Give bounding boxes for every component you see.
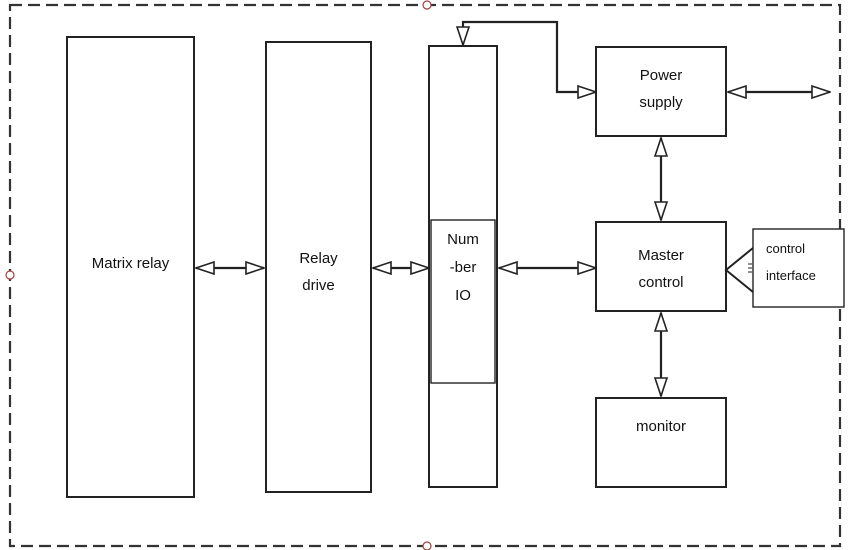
- control-interface-label-line2: interface: [766, 268, 816, 283]
- power-supply-label-line1: Power: [639, 67, 683, 84]
- control-interface-block: [752, 228, 845, 308]
- number-io-label-line1: Num: [447, 231, 479, 248]
- monitor-block: [595, 397, 727, 488]
- control-interface-connector: [724, 247, 754, 293]
- frame-handle-left: [5, 270, 15, 280]
- power-supply-label-line2: supply: [639, 94, 683, 111]
- control-interface-label-line1: control: [766, 241, 806, 256]
- frame-handle-bottom: [422, 541, 432, 550]
- number-io-block: [430, 219, 496, 384]
- number-io-label-line2: -ber: [449, 259, 477, 276]
- relay-drive-label-line1: Relay: [299, 250, 338, 267]
- master-control-label-line1: Master: [638, 247, 684, 264]
- monitor-label: monitor: [635, 418, 687, 435]
- relay-drive-block: [265, 41, 372, 493]
- arrow-power-io-feed: [463, 20, 596, 92]
- matrix-relay-block: [66, 36, 195, 498]
- frame-handle-top: [422, 0, 432, 10]
- matrix-relay-label: Matrix relay: [91, 255, 170, 272]
- master-control-label-line2: control: [638, 274, 684, 291]
- relay-drive-label-line2: drive: [302, 277, 335, 294]
- number-io-label-line3: IO: [455, 287, 471, 304]
